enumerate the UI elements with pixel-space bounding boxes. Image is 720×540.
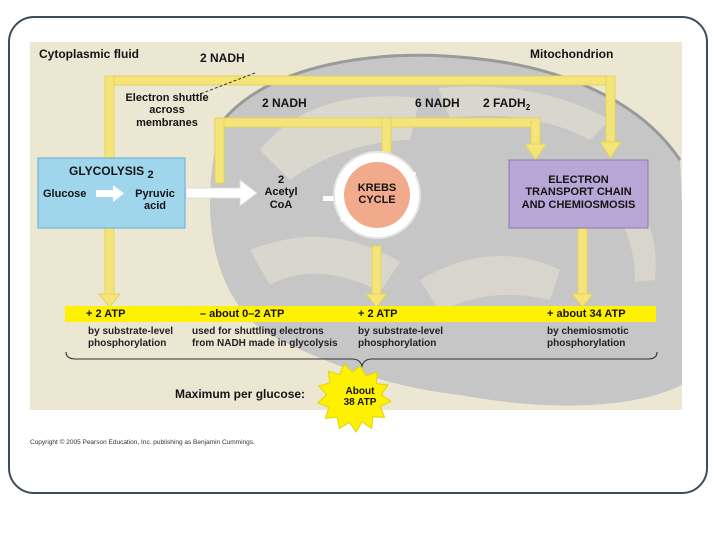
note-krebs: by substrate-level phosphorylation [358,326,443,350]
arrow-top-right-head [599,141,622,159]
arrow-krebs-riser [381,117,392,157]
max-atp-burst [316,363,392,433]
shuttle-line-1: Electron shuttle [125,92,209,104]
atp-glycolysis: + 2 ATP [86,308,126,320]
max-atp-line-1: About [345,386,375,397]
pyruvic-line-2: acid [143,200,166,213]
krebs-line-1: KREBS [357,182,397,194]
copyright-notice: Copyright © 2005 Pearson Education, Inc.… [30,439,255,446]
note-shuttle-1: used for shuttling electrons [192,326,324,337]
etc-label: ELECTRON TRANSPORT CHAIN AND CHEMIOSMOSI… [509,174,648,211]
krebs-cycle-circle [344,162,410,228]
krebs-line-2: CYCLE [358,194,396,207]
pyruvic-acid-label: Pyruvic acid [128,188,182,213]
note-oxidative-1: by chemiosmotic [547,326,629,337]
nadh-middle-label: 2 NADH [262,96,307,110]
max-per-glucose-label: Maximum per glucose: [175,387,306,401]
note-krebs-1: by substrate-level [358,326,444,337]
acetyl-line-3: CoA [269,198,293,211]
arrow-etc-atp-head [570,293,595,308]
etc-line-1: ELECTRON [548,174,609,186]
arrow-glycolysis-atp [104,225,115,295]
acetyl-line-1: 2 [277,174,285,186]
arrow-mid-left-riser [214,117,225,184]
arrow-mid-nadh-shaft [214,117,541,128]
arrow-mid-right-drop [530,117,541,145]
note-oxidative: by chemiosmotic phosphorylation [547,326,629,350]
glycolysis-title-text: GLYCOLYSIS [69,164,145,178]
summary-bracket [65,351,658,368]
max-atp-line-2: 38 ATP [343,397,377,409]
krebs-cycle-arrowhead [405,172,416,185]
fadh-label-main: 2 FADH [483,96,526,110]
note-oxidative-2: phosphorylation [547,338,626,349]
electron-flow-arrows [97,75,622,308]
glucose-to-pyruvate-arrow [96,185,124,202]
note-glycolysis-1: by substrate-level [88,326,174,337]
max-atp-value: About 38 ATP [330,386,390,408]
shuttle-line-2: across [149,104,185,117]
electron-shuttle-label: Electron shuttle across membranes [116,92,218,129]
glucose-label: Glucose [43,188,87,200]
etc-line-2: TRANSPORT CHAIN [525,186,632,199]
acetyl-coa-label: 2 Acetyl CoA [258,174,304,211]
krebs-cycle-label: KREBS CYCLE [346,182,408,207]
arrow-top-left-riser [104,75,115,162]
arrow-krebs-atp [371,245,382,295]
etc-box [508,159,649,229]
note-krebs-2: phosphorylation [358,338,437,349]
nadh-top-label: 2 NADH [200,51,245,65]
arrow-glycolysis-atp-head [97,293,122,308]
note-shuttle: used for shuttling electrons from NADH m… [192,326,338,350]
fadh-label-subscript: 2 [525,103,531,112]
pyruvic-line-1: Pyruvic [135,188,175,200]
arrow-top-right-drop [605,75,616,143]
cytoplasm-label: Cytoplasmic fluid [39,47,140,61]
acetyl-line-2: Acetyl [264,186,298,199]
atp-oxidative: + about 34 ATP [547,308,626,320]
arrow-mid-right-head [524,143,547,161]
krebs-cycle-arrowhead-2 [340,209,350,222]
glycolysis-title: GLYCOLYSIS 2 [69,164,154,181]
atp-yield-band [65,306,656,322]
etc-line-3: AND CHEMIOSMOSIS [521,198,636,211]
arrow-top-nadh-shaft [104,75,616,86]
nadh-krebs-label: 6 NADH [415,96,460,110]
arrow-etc-atp [577,225,588,295]
note-glycolysis: by substrate-level phosphorylation [88,326,173,350]
note-shuttle-2: from NADH made in glycolysis [192,338,338,349]
note-glycolysis-2: phosphorylation [88,338,167,349]
glycolysis-title-count: 2 [147,169,154,181]
slide-frame [8,16,708,494]
atp-krebs: + 2 ATP [358,308,398,320]
shuttle-line-3: membranes [136,116,198,129]
pyruvate-to-acetyl-arrow [185,178,258,208]
mitochondrion-label: Mitochondrion [530,47,614,61]
arrow-krebs-atp-head [364,293,389,308]
fadh-label: 2 FADH2 [483,96,531,112]
atp-shuttle: – about 0–2 ATP [200,308,285,320]
